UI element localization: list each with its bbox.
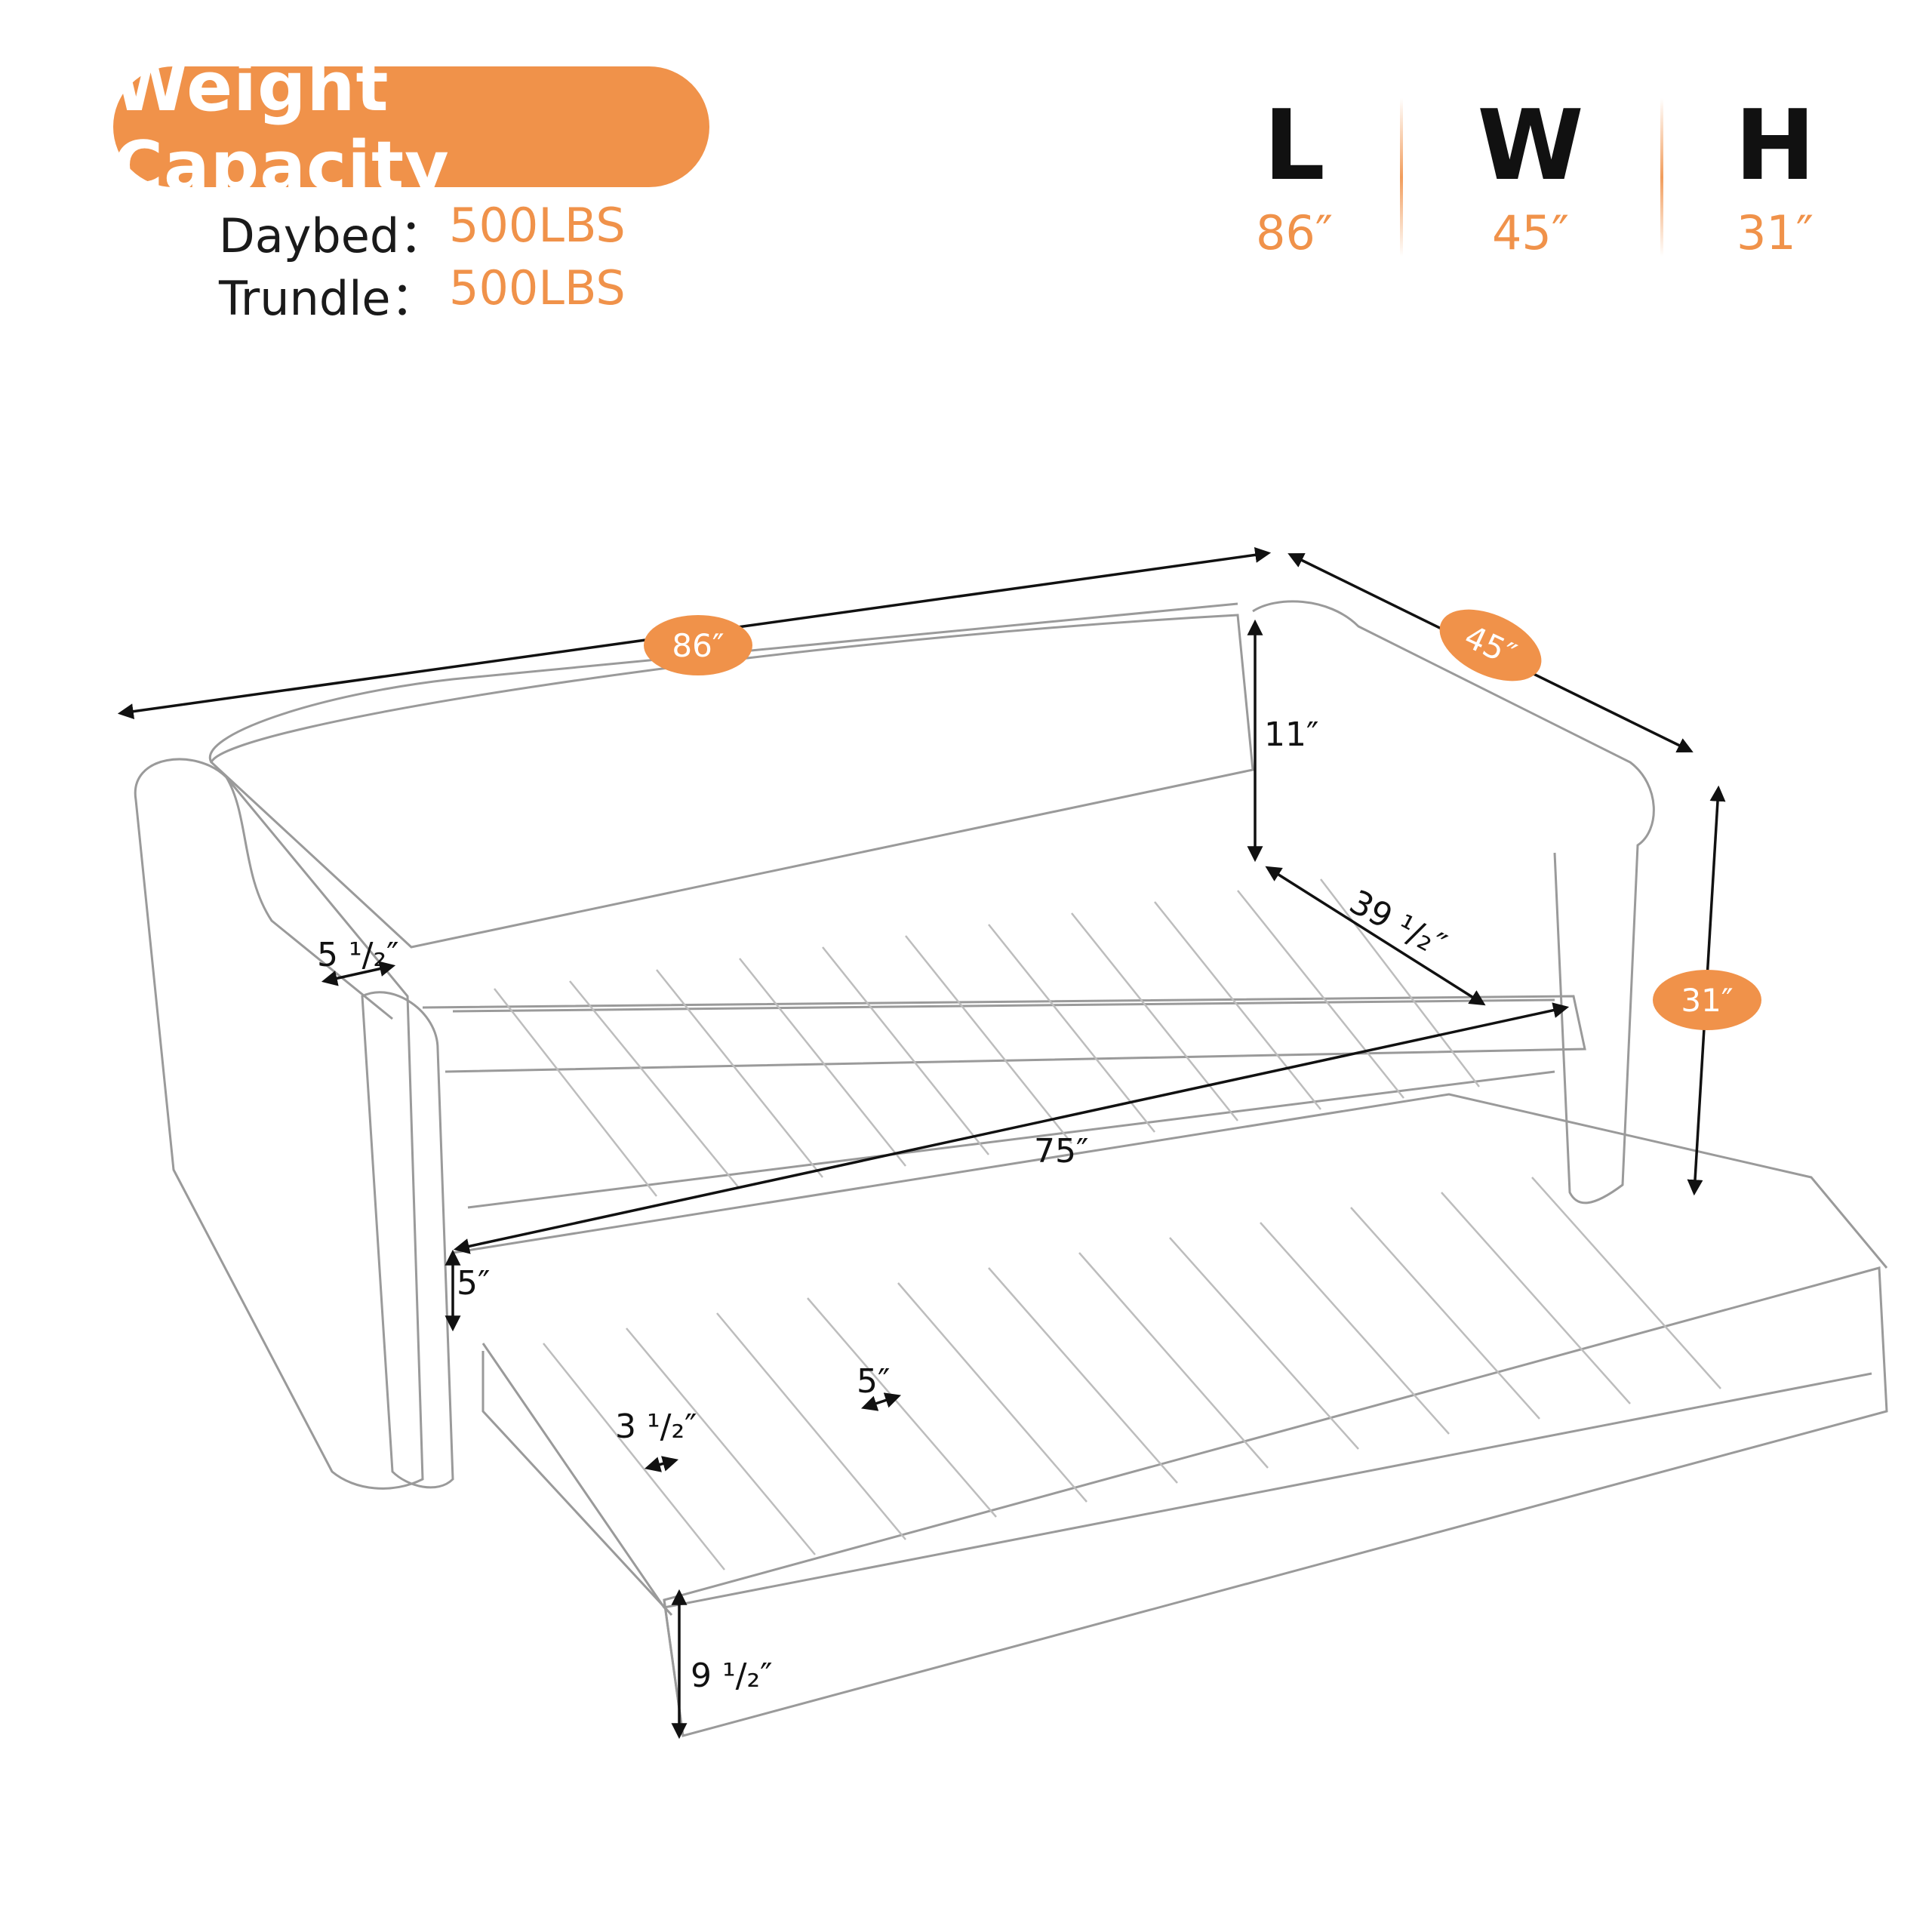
height-letter: H [1734, 90, 1816, 202]
trundle-height-label: 9 ¹/₂″ [691, 1657, 773, 1695]
slat-gap-label: 5″ [857, 1362, 890, 1401]
length-callout-text: 86″ [672, 627, 724, 664]
gap-label: 5″ [457, 1264, 490, 1303]
overall-width: W 45″ [1432, 90, 1629, 261]
height-value: 31″ [1736, 205, 1814, 260]
height-callout: 31″ [1653, 970, 1761, 1030]
daybed-capacity-row: Daybed： 500LBS [219, 198, 626, 266]
width-value: 45″ [1491, 205, 1570, 260]
daybed-label: Daybed： [219, 208, 447, 263]
arm-width-label: 5 ¹/₂″ [317, 936, 399, 974]
inner-width-label: 39 ¹/₂″ [1343, 883, 1452, 965]
trundle-capacity-row: Trundle： 500LBS [219, 260, 626, 328]
trundle-capacity-value: 500LBS [449, 260, 626, 315]
length-letter: L [1263, 90, 1325, 202]
length-value: 86″ [1255, 205, 1334, 260]
deck-slats [494, 878, 1480, 1197]
length-callout: 86″ [644, 615, 752, 675]
overall-length: L 86″ [1196, 90, 1392, 261]
height-callout-text: 31″ [1681, 982, 1733, 1019]
divider [1660, 98, 1663, 257]
trundle-label: Trundle： [219, 271, 438, 326]
inner-length-label: 75″ [1034, 1132, 1088, 1171]
width-letter: W [1477, 90, 1584, 202]
overall-height: H 31″ [1677, 90, 1873, 261]
width-callout: 45″ [1439, 609, 1542, 681]
daybed-capacity-value: 500LBS [449, 198, 626, 253]
slat-width-label: 3 ¹/₂″ [615, 1407, 697, 1446]
trundle-slats [543, 1177, 1721, 1571]
back-height-label: 11″ [1264, 715, 1318, 754]
divider [1400, 98, 1403, 257]
daybed-outline [134, 600, 1888, 1737]
